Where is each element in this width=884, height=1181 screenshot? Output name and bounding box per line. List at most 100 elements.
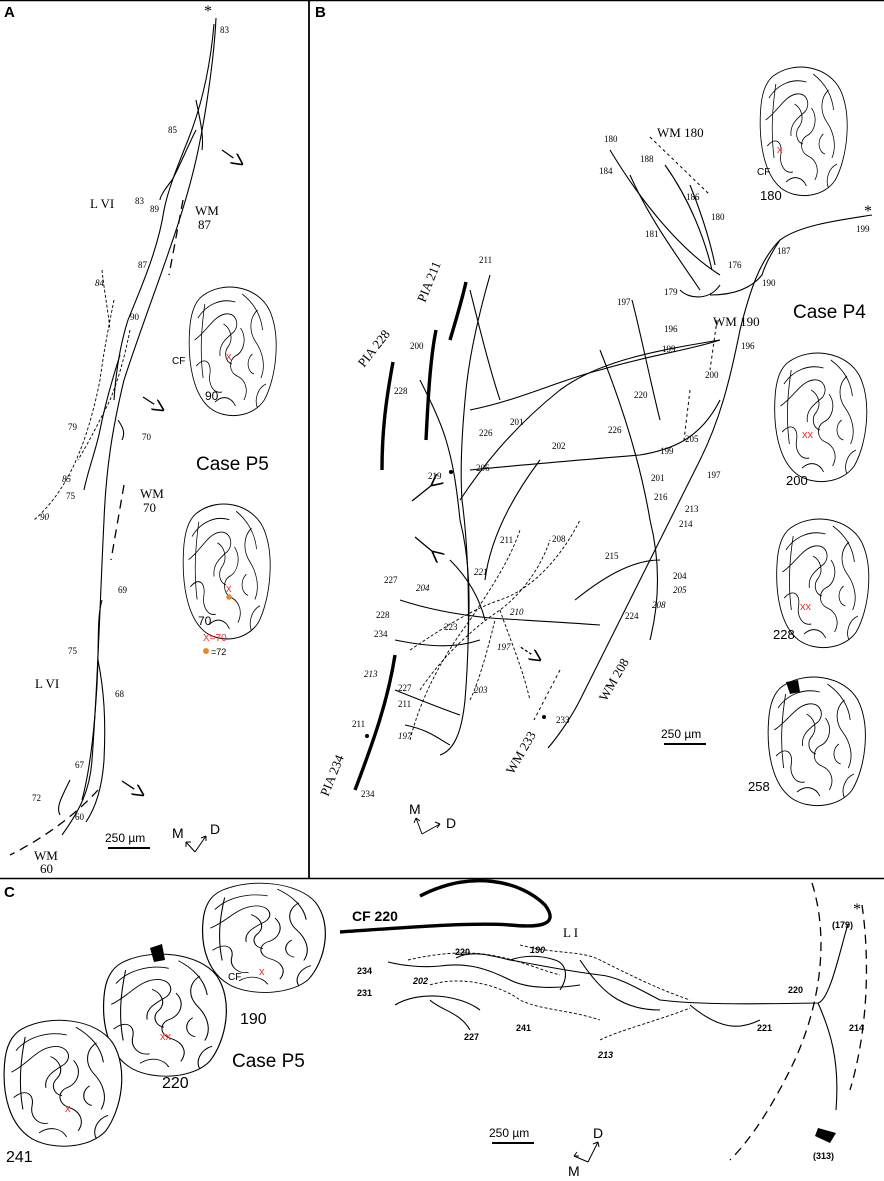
panel-c-asterisk: * (853, 901, 861, 918)
panel-a-section-number: 67 (75, 760, 85, 770)
panel-b-section-number: 179 (664, 287, 678, 297)
panel-b-asterisk: * (864, 203, 872, 220)
panel-c-cf-label: CF 220 (352, 908, 398, 924)
panel-a-legend-x: X=70 (203, 633, 227, 644)
panel-c-cf-boundary (339, 879, 552, 934)
panel-c-inset-label: 220 (162, 1075, 189, 1092)
panel-b-section-number: 204 (416, 583, 430, 593)
panel-c-inset-label: 190 (240, 1011, 267, 1028)
panel-b-section-number: 213 (364, 669, 378, 679)
panel-b-section-number: 221 (474, 567, 488, 577)
panel-b-section-number: 208 (652, 600, 666, 610)
panel-b-inset-258 (767, 676, 866, 807)
panel-b-section-number: 211 (500, 535, 513, 545)
panel-a-wm-number: 87 (198, 217, 212, 232)
panel-a-injection-dot (226, 594, 232, 600)
panel-c-injection-marker: x (259, 966, 265, 978)
panel-b-section-number: 226 (479, 428, 493, 438)
panel-a-section-number: 72 (32, 793, 41, 803)
panel-c-section-number: 214 (849, 1023, 864, 1033)
panel-b-section-number: 197 (497, 642, 511, 652)
panel-a-section-number: 68 (115, 689, 125, 699)
panel-b-section-number: 176 (728, 260, 742, 270)
panel-a-injection-marker: x (226, 351, 232, 363)
panel-b-section-number: 219 (428, 471, 442, 481)
panel-c-letter: C (4, 884, 15, 901)
panel-a-injection-marker: x (226, 583, 232, 595)
panel-c-dashed-branch (407, 944, 691, 1041)
panel-c-inset-label: 241 (6, 1149, 33, 1166)
panel-b-section-number: 200 (410, 341, 424, 351)
panel-b-section-number: 228 (394, 386, 408, 396)
panel-a-asterisk: * (204, 3, 212, 20)
panel-b-pia-label: PIA 234 (317, 752, 347, 798)
panel-c-cf-label: CF (228, 972, 241, 983)
panel-b-section-number: 201 (651, 473, 665, 483)
panel-b-inset-label: 200 (786, 473, 808, 488)
panel-c-orientation-d: D (593, 1125, 603, 1141)
panel-a-dashed-branch (33, 299, 115, 521)
panel-b-section-number: 208 (552, 534, 566, 544)
panel-b-pia-234 (353, 654, 397, 791)
panel-c-paren-label: (179) (832, 920, 853, 930)
panel-b-section-number: 224 (625, 611, 639, 621)
panel-b-cf-label: CF (757, 167, 770, 178)
panel-b-inset-180 (759, 66, 848, 197)
panel-c-injection-marker: x (65, 1103, 71, 1115)
panel-b-section-number: 197 (707, 470, 721, 480)
panel-a-wm-label: WM (34, 848, 58, 863)
panel-b-section-number: 196 (664, 324, 678, 334)
panel-b-section-number: 214 (679, 519, 693, 529)
panel-b-section-number: 216 (654, 492, 668, 502)
panel-a-inset-90 (188, 286, 277, 417)
panel-a-axon-branch (113, 23, 215, 401)
panel-a-wm-number: 70 (143, 500, 156, 515)
panel-b-case-label: Case P4 (793, 302, 866, 323)
panel-b-section-number: 186 (686, 192, 700, 202)
panel-b-section-number: 202 (552, 441, 566, 451)
panel-a-layer-label: L VI (90, 196, 114, 211)
panel-c-lesion-marker (150, 944, 165, 962)
panel-b-section-number: 204 (673, 571, 687, 581)
panel-c-section-number: 220 (455, 947, 470, 957)
panel-b-orientation-m: M (409, 801, 421, 817)
panel-a-scale-label: 250 µm (105, 831, 145, 845)
panel-a-section-number: 89 (150, 204, 160, 214)
panel-a-section-number: 85 (168, 125, 178, 135)
panel-a-orientation-d: D (210, 821, 220, 837)
panel-b-section-number: 211 (398, 699, 411, 709)
panel-a-legend-dot (203, 648, 209, 654)
panel-b: B (315, 4, 873, 835)
panel-b-pia-211 (448, 281, 468, 341)
panel-b-section-number: 199 (662, 344, 676, 354)
panel-a-section-number: 79 (68, 422, 78, 432)
panel-b-section-number: 233 (556, 715, 570, 725)
panel-a-section-number: 69 (118, 585, 128, 595)
panel-b-lesion-marker (786, 680, 800, 694)
panel-b-section-number: 188 (640, 154, 654, 164)
panel-b-section-number: 234 (361, 789, 375, 799)
panel-b-inset-label: 180 (760, 188, 782, 203)
panel-b-letter: B (315, 4, 326, 21)
panel-c-injection-marker: xx (160, 1031, 172, 1043)
panel-c-section-number: 190 (530, 945, 545, 955)
panel-b-dashed-branch (409, 519, 581, 651)
panel-c-paren-label: (313) (813, 1151, 834, 1161)
panel-c-layer-label: L I (563, 925, 578, 940)
panel-c-section-number: 220 (788, 985, 803, 995)
panel-b-section-number: 196 (741, 341, 755, 351)
panel-b-inset-label: 258 (748, 779, 770, 794)
panel-b-section-number: 203 (474, 685, 488, 695)
panel-a-orientation-m: M (172, 825, 184, 841)
panel-a-section-number: 75 (66, 491, 76, 501)
panel-b-section-number: 215 (605, 551, 619, 561)
panel-a: A * 83 85 83 89 87 84 90 79 70 85 (4, 3, 277, 876)
panel-b-inset-200 (774, 352, 868, 483)
panel-b-section-number: 199 (660, 446, 674, 456)
panel-c-section-number: 234 (357, 966, 372, 976)
panel-b-injection-marker: xx (800, 601, 812, 613)
panel-b-wm-label: WM 180 (657, 125, 704, 140)
panel-b-pia-228 (380, 361, 395, 471)
